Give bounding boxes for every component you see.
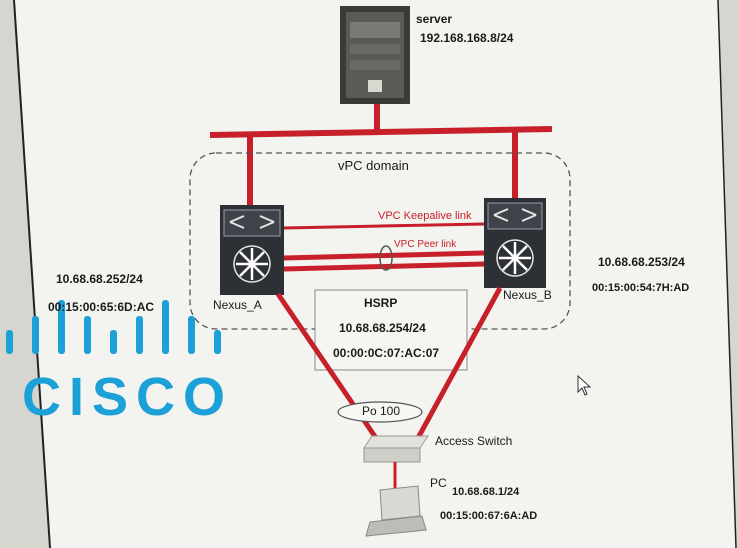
nexus-a-label: Nexus_A (213, 298, 262, 312)
nexus-a-ip: 10.68.68.252/24 (56, 272, 143, 286)
nexus-b-ip: 10.68.68.253/24 (598, 255, 685, 269)
nexus-b-mac: 00:15:00:54:7H:AD (592, 282, 690, 294)
vpc-keepalive-label: VPC Keepalive link (378, 210, 472, 222)
pc-label: PC (430, 476, 447, 490)
paper-sheet (14, 0, 736, 548)
pc-mac: 00:15:00:67:6A:AD (440, 510, 538, 522)
hsrp-mac: 00:00:0C:07:AC:07 (333, 346, 440, 360)
laptop-icon (365, 485, 427, 537)
vpc-peer-link-1 (283, 250, 485, 261)
vpc-keepalive-link (283, 222, 485, 230)
server-label: server (416, 12, 453, 26)
vpc-domain-box (189, 152, 571, 330)
vpc-domain-label: vPC domain (338, 158, 409, 173)
vpc-peer-link-label: VPC Peer link (394, 239, 457, 250)
nexus-a-switch-icon (220, 205, 284, 295)
cisco-logo-bars (6, 300, 221, 354)
nexus-b-to-access-link (415, 286, 503, 440)
access-switch-label: Access Switch (435, 434, 513, 448)
vpc-peer-link-2 (283, 261, 485, 272)
nexus-b-label: Nexus_B (503, 288, 552, 302)
hsrp-title: HSRP (364, 296, 398, 310)
nexus-a-mac: 00:15:00:65:6D:AC (48, 300, 155, 314)
right-border-line (717, 0, 737, 548)
hsrp-box (314, 289, 468, 371)
hsrp-ip: 10.68.68.254/24 (339, 321, 426, 335)
access-switch-icon (363, 435, 429, 463)
peer-link-bundle-ring (379, 245, 393, 271)
server-lan-bus (209, 126, 553, 138)
pc-ip: 10.68.68.1/24 (452, 486, 520, 498)
left-border-line (13, 0, 51, 548)
server-ip: 192.168.168.8/24 (420, 31, 514, 45)
nexus-b-switch-icon (484, 198, 546, 288)
mouse-cursor-icon (577, 374, 592, 396)
po100-bundle-ellipse (337, 401, 423, 423)
po100-label: Po 100 (362, 404, 401, 418)
cisco-logo-text: CISCO (22, 367, 234, 427)
server-icon (340, 6, 410, 104)
